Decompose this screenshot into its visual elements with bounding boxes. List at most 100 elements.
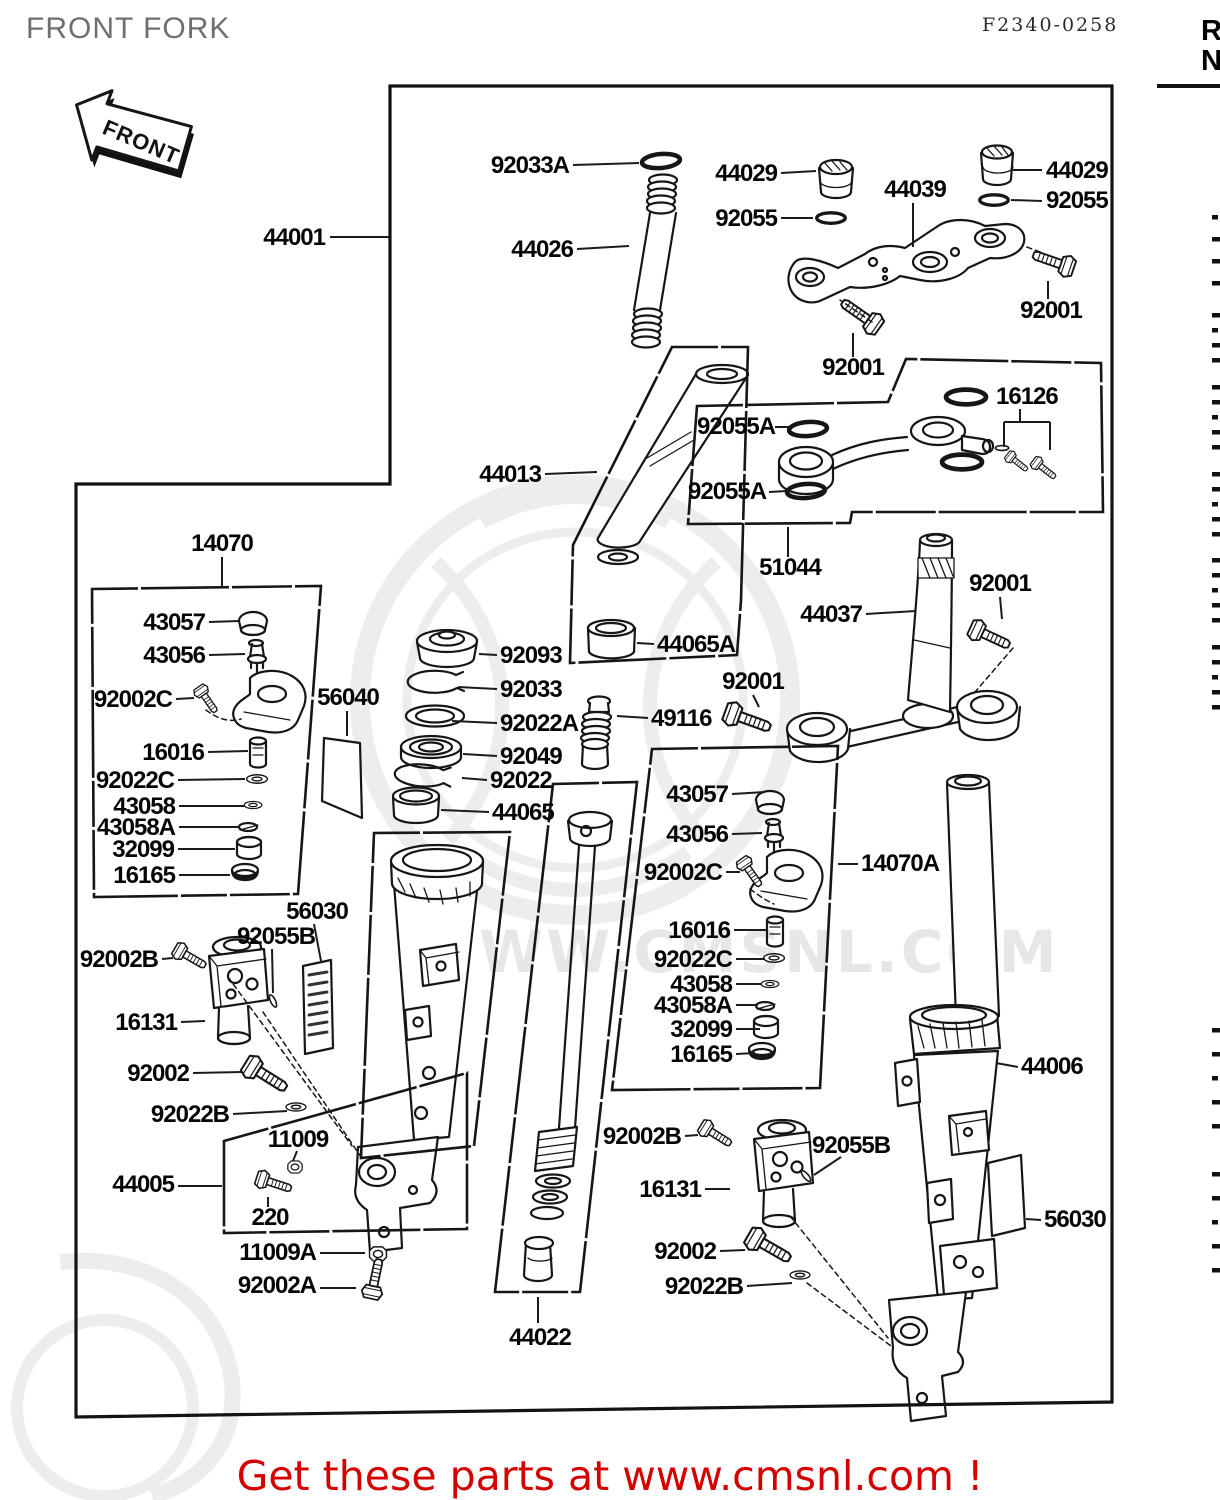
edge-letter-n: N bbox=[1201, 45, 1220, 77]
leader-44065A bbox=[636, 642, 655, 645]
part-label-92001-tl: 92001 bbox=[822, 354, 884, 381]
cut-off-text-fragment bbox=[1212, 358, 1220, 363]
part-label-92002B-r: 92002B bbox=[603, 1123, 682, 1150]
air-valve-assy-16131-left-drawing bbox=[207, 935, 270, 1046]
cut-off-text-fragment bbox=[1212, 472, 1220, 477]
part-label-92002C-l: 92002C bbox=[94, 686, 173, 713]
part-label-16165-l: 16165 bbox=[113, 862, 175, 889]
inset-box-14070A bbox=[610, 744, 840, 1092]
part-label-11009A: 11009A bbox=[239, 1239, 316, 1266]
bolt-92001-mid-drawing bbox=[964, 616, 1015, 657]
part-label-51044: 51044 bbox=[759, 554, 822, 581]
leader-92002C-l bbox=[175, 697, 195, 700]
cut-off-text-fragment bbox=[1212, 573, 1220, 578]
part-label-92022B-r: 92022B bbox=[665, 1273, 744, 1300]
part-label-92093: 92093 bbox=[500, 642, 562, 669]
seal-stack-drawing bbox=[391, 628, 479, 825]
cut-off-text-fragment bbox=[1212, 517, 1220, 522]
leader-44029-l bbox=[780, 170, 817, 174]
leader-43057-r bbox=[731, 791, 766, 795]
cut-off-text-fragment bbox=[1212, 618, 1220, 623]
cut-off-text-fragment bbox=[1212, 215, 1218, 220]
cut-off-text-fragment bbox=[1212, 502, 1218, 507]
leader-92055-r bbox=[1010, 199, 1043, 202]
part-label-44037: 44037 bbox=[800, 601, 862, 628]
cut-off-text-fragment bbox=[1212, 690, 1220, 695]
cut-off-text-fragment bbox=[1212, 645, 1220, 650]
part-label-16126: 16126 bbox=[996, 383, 1058, 410]
inset-box-44013 bbox=[568, 345, 750, 665]
footer-link[interactable]: Get these parts at www.cmsnl.com ! bbox=[236, 1452, 984, 1500]
stem-head-51044-drawing bbox=[777, 390, 1060, 500]
leader-92055A-2 bbox=[768, 490, 788, 493]
leader-92049 bbox=[462, 753, 498, 757]
leader-92022B-r bbox=[746, 1282, 793, 1287]
cut-off-text-fragment bbox=[1212, 313, 1220, 318]
oring-92055-left-drawing bbox=[815, 211, 847, 225]
fork-cap-44029-left-drawing bbox=[817, 158, 855, 200]
part-label-92001-tr: 92001 bbox=[1020, 297, 1082, 324]
leader-92022C-l bbox=[177, 778, 246, 781]
cut-off-rule bbox=[1157, 84, 1220, 88]
document-code: F2340-0258 bbox=[982, 14, 1119, 36]
bolt-92001-right-drawing bbox=[1028, 243, 1079, 280]
bolt-92002A-drawing bbox=[359, 1256, 391, 1302]
inset-box-left-tube bbox=[359, 830, 512, 1160]
cut-off-text-fragments bbox=[1212, 215, 1220, 1273]
nut-11009-drawing bbox=[287, 1160, 303, 1174]
part-label-44065A: 44065A bbox=[657, 631, 736, 658]
fork-cap-44029-right-drawing bbox=[979, 144, 1015, 187]
leader-56030-l bbox=[313, 923, 322, 962]
sticker-56030-left-drawing bbox=[301, 958, 335, 1056]
part-label-92055B-l: 92055B bbox=[237, 923, 316, 950]
leader-11009 bbox=[292, 1150, 298, 1162]
part-label-92002C-r: 92002C bbox=[644, 859, 723, 886]
leader-92001-mr bbox=[999, 596, 1003, 620]
inner-tube-44013-drawing bbox=[586, 363, 750, 660]
inset-box-14070 bbox=[90, 584, 323, 899]
cut-off-text-fragment bbox=[1212, 1268, 1220, 1273]
leader-92001-c bbox=[752, 694, 760, 708]
leader-16131-l bbox=[180, 1020, 206, 1023]
part-label-92055-r: 92055 bbox=[1046, 187, 1108, 214]
part-label-44013: 44013 bbox=[479, 461, 541, 488]
cut-off-text-fragment bbox=[1212, 1028, 1220, 1033]
part-label-56030-l: 56030 bbox=[286, 898, 348, 925]
damper-assy-44022-drawing bbox=[522, 810, 614, 1283]
part-label-92049: 92049 bbox=[500, 743, 562, 770]
leader-92033 bbox=[457, 686, 498, 690]
air-valve-49116-drawing bbox=[579, 695, 613, 771]
part-label-92022B-l: 92022B bbox=[151, 1101, 230, 1128]
bolt-92001-center-drawing bbox=[719, 698, 776, 741]
part-label-16165-r: 16165 bbox=[670, 1041, 732, 1068]
leader-43057-l bbox=[208, 620, 240, 623]
cut-off-text-fragment bbox=[1212, 343, 1220, 348]
cut-off-text-fragment bbox=[1212, 445, 1220, 450]
part-label-92022C-l: 92022C bbox=[96, 767, 175, 794]
valve-parts-stack-left-drawing bbox=[230, 610, 307, 882]
leader-92022 bbox=[461, 777, 488, 781]
cut-off-text-fragment bbox=[1212, 1076, 1218, 1081]
inset-box-44022 bbox=[493, 780, 639, 1294]
leader-92002B-l bbox=[161, 957, 174, 960]
part-label-16016-l: 16016 bbox=[142, 739, 204, 766]
sticker-56040-drawing bbox=[320, 736, 364, 820]
cut-off-text-fragment bbox=[1212, 675, 1218, 680]
leader-92022B-l bbox=[232, 1110, 288, 1115]
part-label-44005: 44005 bbox=[112, 1171, 174, 1198]
oring-92055-right-drawing bbox=[978, 193, 1010, 207]
bolt-220-drawing bbox=[252, 1167, 295, 1199]
part-label-44026: 44026 bbox=[511, 236, 573, 263]
cut-off-page-edge-text: R N bbox=[1201, 16, 1220, 76]
part-label-44029-l: 44029 bbox=[715, 160, 777, 187]
leader-16165-r bbox=[735, 1052, 756, 1055]
leader-92055B-l bbox=[271, 948, 274, 994]
bolt-92002-right-drawing bbox=[741, 1223, 797, 1271]
cut-off-text-fragment bbox=[1212, 588, 1218, 593]
part-label-11009: 11009 bbox=[268, 1126, 329, 1153]
leader-43056-r bbox=[731, 832, 763, 835]
steering-stem-44037-drawing bbox=[785, 532, 1022, 764]
part-label-44006: 44006 bbox=[1021, 1053, 1083, 1080]
part-label-56040: 56040 bbox=[317, 684, 379, 711]
part-label-49116: 49116 bbox=[651, 705, 712, 732]
